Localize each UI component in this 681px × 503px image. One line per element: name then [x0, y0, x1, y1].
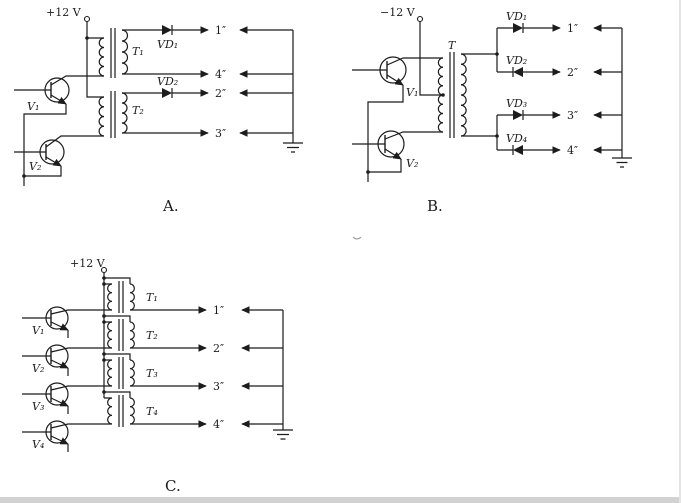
transistor-label-v2: V₂	[406, 157, 418, 170]
transistor-label-v1: V₁	[32, 324, 44, 337]
transistor-v1: V₁	[27, 77, 70, 113]
caption-a: A.	[162, 197, 179, 215]
diode-vd2: VD₂	[157, 75, 178, 98]
transistor-v4: V₄	[32, 420, 69, 451]
output-terminal-label-2: 2″	[213, 342, 224, 355]
diode-label-vd1: VD₁	[506, 10, 527, 23]
output-terminal-label-3: 3″	[213, 380, 224, 393]
diode-label-vd4: VD₄	[506, 132, 527, 145]
transformer-t1: T₁	[98, 28, 144, 78]
transistor-v1: V₁	[379, 56, 418, 99]
supply-label: +12 V	[70, 257, 106, 270]
junction-dots	[22, 36, 89, 178]
diode-vd2: VD₂	[506, 54, 527, 77]
supply-label: −12 V	[380, 6, 416, 19]
output-lines: 1″ 4″ 2″ 3″	[122, 24, 293, 140]
diode-vd1: VD₁	[157, 25, 178, 51]
transformer-t2: T₂	[107, 319, 158, 351]
wires	[352, 21, 632, 182]
caption-c: C.	[165, 477, 181, 495]
supply-label: +12 V	[46, 6, 82, 19]
page-bottom-edge	[0, 497, 681, 503]
wires	[14, 21, 303, 186]
output-terminal-label-3: 3″	[567, 109, 578, 122]
transistor-v2: V₂	[32, 344, 69, 375]
diode-label-vd2: VD₂	[157, 75, 178, 88]
transformer-label-t4: T₄	[146, 405, 158, 418]
transformer-label-t1: T₁	[132, 45, 144, 58]
output-terminal-label-1: 1″	[213, 304, 224, 317]
output-terminal-label-2: 2″	[215, 87, 226, 100]
circuit-a: +12 V V₁ V₂ T₁ T₂	[14, 6, 303, 215]
supply-terminal: +12 V	[70, 257, 108, 274]
diode-label-vd3: VD₃	[506, 97, 527, 110]
junction-dots	[102, 276, 106, 394]
output-terminal-label-3: 3″	[215, 127, 226, 140]
transistor-v3: V₃	[32, 382, 69, 413]
output-terminal-label-4: 4″	[213, 418, 224, 431]
transistor-label-v3: V₃	[32, 400, 44, 413]
output-lines: 1″ 2″ 3″ 4″	[130, 304, 283, 431]
transformer-label-t1: T₁	[146, 291, 158, 304]
diode-vd4: VD₄	[506, 132, 527, 155]
circuit-b: −12 V V₁ V₂ T VD₁ VD	[352, 6, 632, 215]
junction-dots	[366, 52, 499, 174]
supply-terminal: +12 V	[46, 6, 91, 23]
output-terminal-label-4: 4″	[215, 68, 226, 81]
transistor-label-v4: V₄	[32, 438, 44, 451]
output-terminal-label-4: 4″	[567, 144, 578, 157]
transformer-t2: T₂	[98, 91, 144, 138]
circuit-c: +12 V V₁ V₂ V₃ V₄	[22, 257, 293, 495]
transistor-label-v1: V₁	[406, 86, 418, 99]
diode-vd3: VD₃	[506, 97, 527, 120]
transformer-t: T	[437, 39, 467, 138]
caption-b: B.	[427, 197, 443, 215]
output-lines: 1″ 2″ 3″ 4″	[523, 22, 622, 157]
transistor-v2: V₂	[377, 130, 418, 170]
transistor-label-v2: V₂	[32, 362, 44, 375]
transformer-label-t: T	[448, 39, 457, 52]
transistor-label-v2: V₂	[29, 160, 41, 173]
transformer-label-t2: T₂	[132, 104, 144, 117]
transformer-t1: T₁	[107, 281, 158, 313]
page-right-edge	[679, 0, 681, 503]
transformer-t4: T₄	[107, 395, 158, 427]
diode-label-vd1: VD₁	[157, 38, 178, 51]
wires	[22, 272, 293, 452]
transistor-label-v1: V₁	[27, 100, 39, 113]
output-terminal-label-1: 1″	[567, 22, 578, 35]
transistor-v2: V₂	[29, 139, 65, 173]
diode-vd1: VD₁	[506, 10, 527, 33]
supply-terminal: −12 V	[380, 6, 424, 23]
transformer-label-t2: T₂	[146, 329, 158, 342]
diode-label-vd2: VD₂	[506, 54, 527, 67]
transformer-label-t3: T₃	[146, 367, 158, 380]
scan-artifact	[352, 236, 362, 240]
transformer-t3: T₃	[107, 357, 158, 389]
output-terminal-label-1: 1″	[215, 24, 226, 37]
output-terminal-label-2: 2″	[567, 66, 578, 79]
transistor-v1: V₁	[32, 306, 69, 337]
